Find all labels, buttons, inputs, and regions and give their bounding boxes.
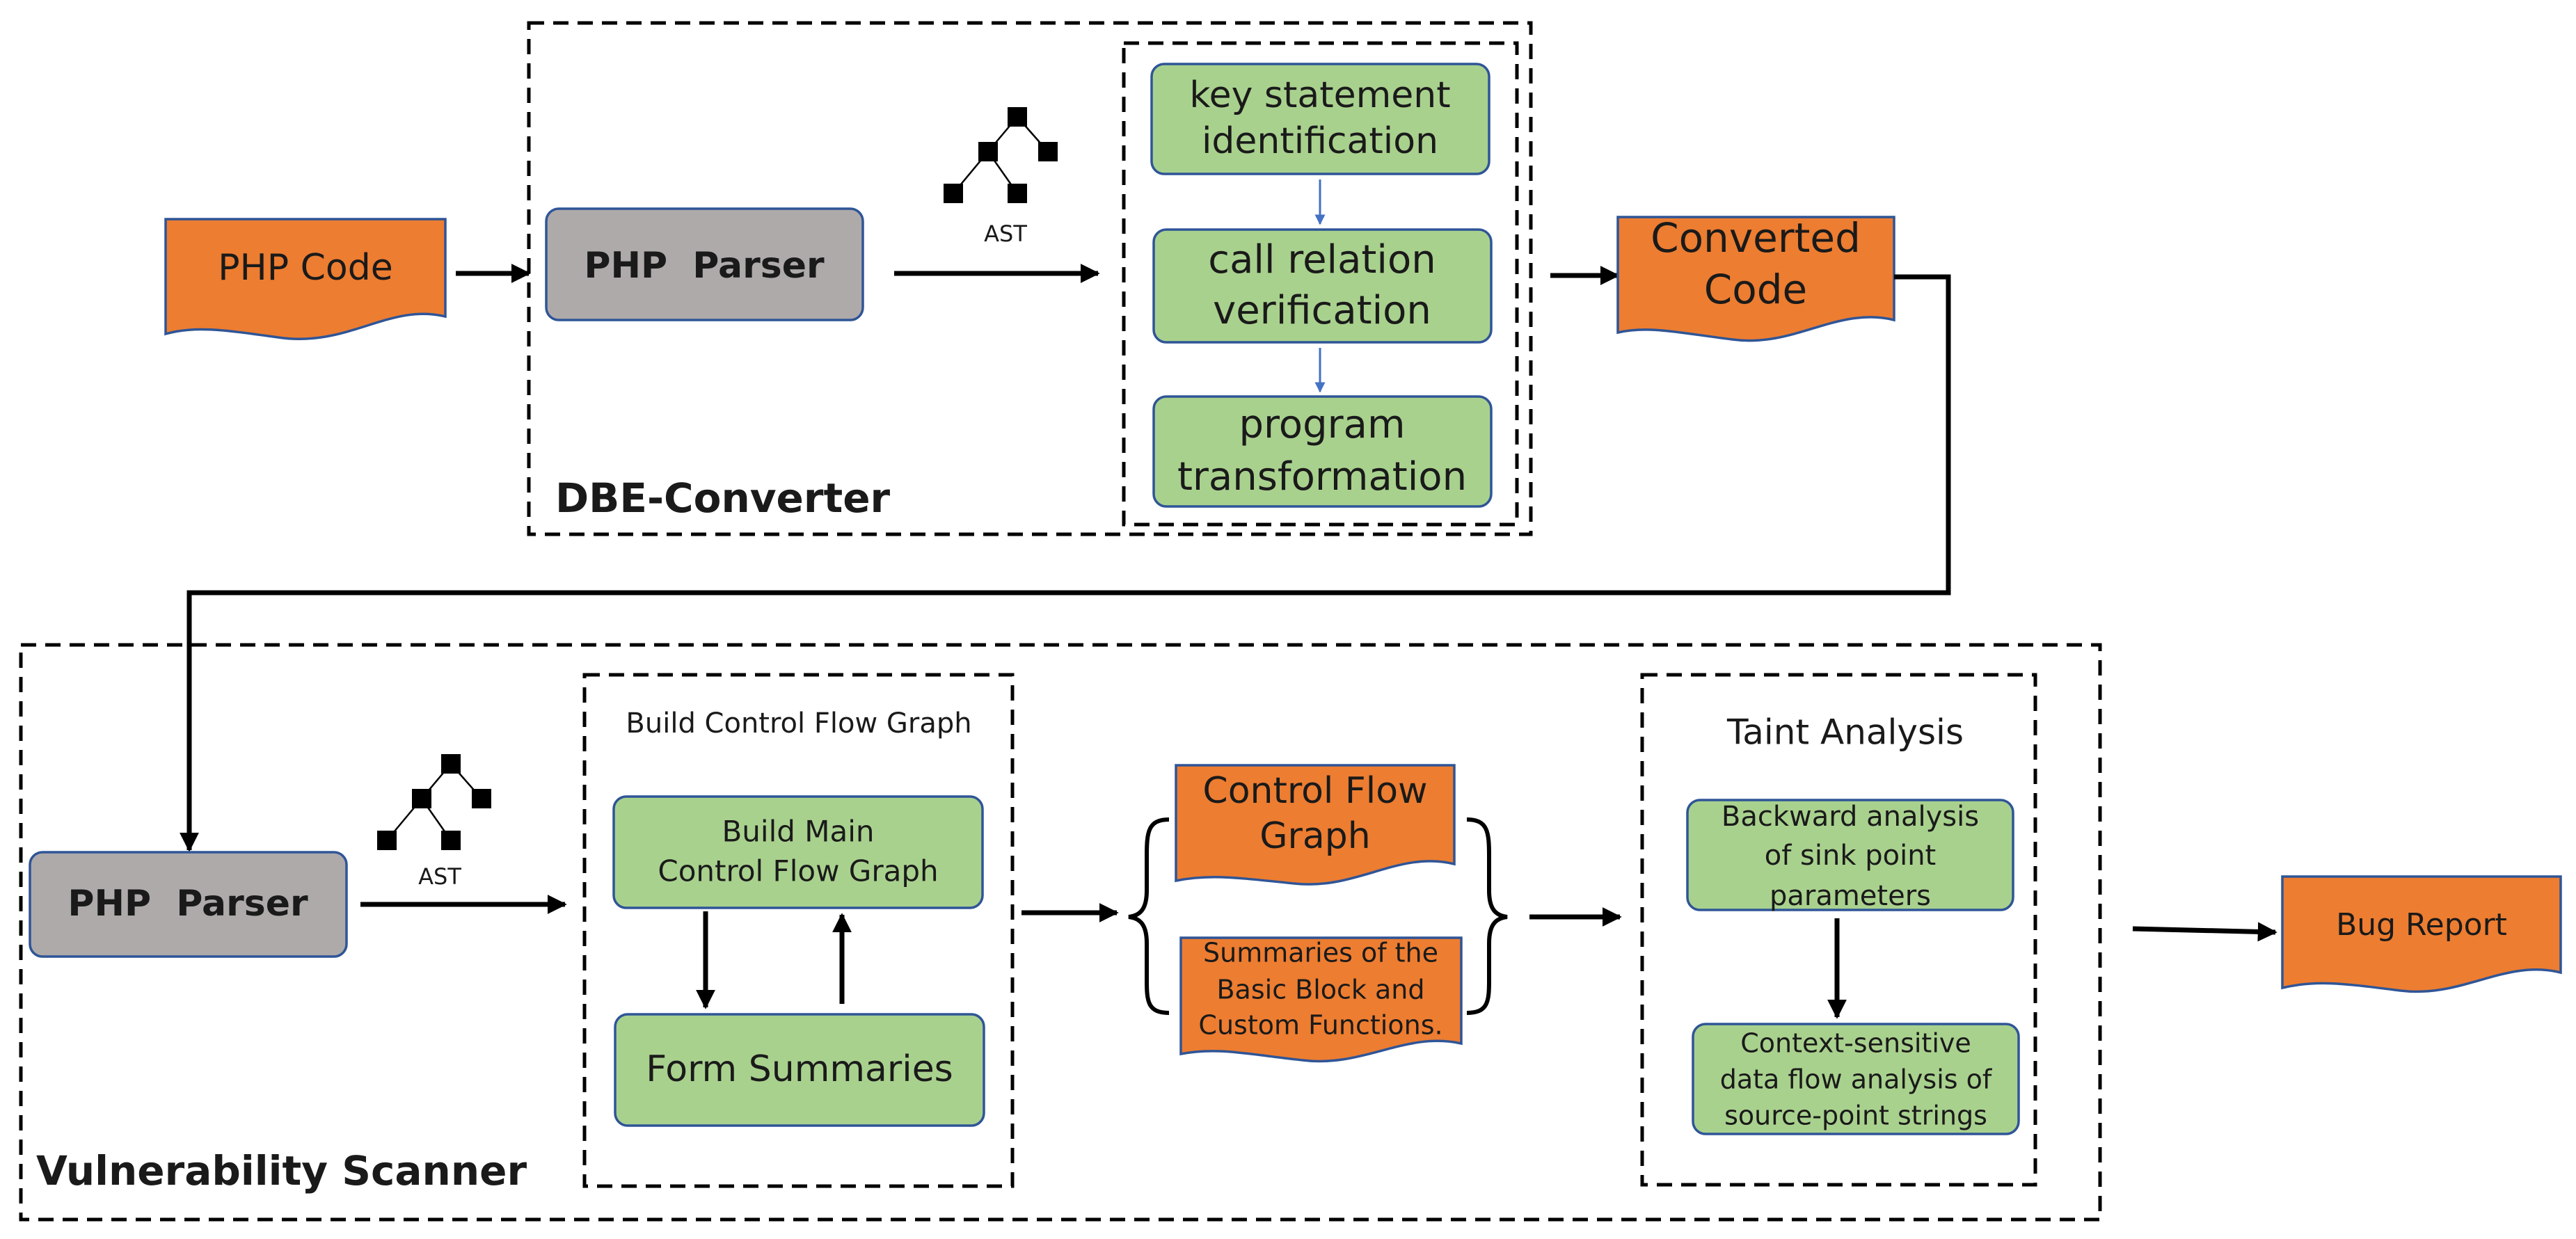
step3-line1: program bbox=[1239, 402, 1405, 447]
ast-label-top: AST bbox=[984, 221, 1027, 247]
backward-line2: of sink point bbox=[1765, 840, 1936, 872]
php-parser-top: PHP Parser bbox=[545, 207, 864, 321]
php-parser-bottom: PHP Parser bbox=[29, 851, 348, 958]
converted-code-line2: Code bbox=[1704, 266, 1807, 313]
context-line1: Context-sensitive bbox=[1740, 1028, 1971, 1059]
backward-line3: parameters bbox=[1770, 880, 1931, 912]
ast-label-bottom: AST bbox=[418, 863, 461, 890]
backward-line1: Backward analysis bbox=[1722, 801, 1979, 833]
step1-line2: identification bbox=[1202, 120, 1438, 162]
step3-line2: transformation bbox=[1177, 454, 1467, 499]
context-sensitive-box: Context-sensitive data flow analysis of … bbox=[1692, 1023, 2020, 1135]
connector-converted-to-scanner bbox=[180, 274, 1951, 852]
dbe-converter-title: DBE-Converter bbox=[555, 474, 891, 522]
arrow-taint-to-bug-report bbox=[2132, 922, 2277, 942]
php-parser-top-label: PHP Parser bbox=[584, 245, 825, 287]
summaries-line3: Custom Functions. bbox=[1198, 1010, 1442, 1041]
step1-line1: key statement bbox=[1189, 74, 1450, 116]
cfg-doc-line2: Graph bbox=[1259, 815, 1371, 857]
call-relation-verification-box: call relation verification bbox=[1152, 228, 1493, 344]
php-code-document: PHP Code bbox=[164, 218, 447, 340]
taint-analysis-group bbox=[1640, 673, 2037, 1187]
vulnerability-scanner-group bbox=[19, 643, 2102, 1222]
summaries-line1: Summaries of the bbox=[1203, 938, 1438, 968]
bug-report-label: Bug Report bbox=[2336, 907, 2507, 943]
right-brace bbox=[1466, 817, 1508, 1015]
vulnerability-scanner-title: Vulnerability Scanner bbox=[36, 1147, 527, 1194]
summaries-document: Summaries of the Basic Block and Custom … bbox=[1179, 936, 1463, 1063]
context-line3: source-point strings bbox=[1724, 1101, 1987, 1131]
form-summaries-label: Form Summaries bbox=[646, 1048, 953, 1090]
context-line2: data flow analysis of bbox=[1720, 1064, 1993, 1095]
build-main-line1: Build Main bbox=[722, 815, 874, 849]
build-cfg-group bbox=[582, 673, 1015, 1188]
cfg-doc-line1: Control Flow bbox=[1202, 770, 1427, 812]
left-brace bbox=[1128, 817, 1170, 1015]
form-summaries-box: Form Summaries bbox=[614, 1013, 985, 1127]
program-transformation-box: program transformation bbox=[1152, 395, 1493, 508]
backward-analysis-box: Backward analysis of sink point paramete… bbox=[1686, 799, 2014, 912]
step2-line1: call relation bbox=[1208, 237, 1436, 282]
conversion-steps-group bbox=[1122, 41, 1519, 527]
step2-line2: verification bbox=[1213, 288, 1431, 333]
bug-report-document: Bug Report bbox=[2281, 875, 2562, 993]
php-parser-bottom-label: PHP Parser bbox=[67, 883, 308, 925]
ast-tree-icon-bottom bbox=[377, 754, 491, 850]
build-main-line2: Control Flow Graph bbox=[658, 854, 938, 888]
converted-code-document: Converted Code bbox=[1616, 214, 1895, 342]
taint-analysis-title: Taint Analysis bbox=[1726, 712, 1964, 753]
php-code-label: PHP Code bbox=[218, 247, 392, 289]
build-main-cfg-box: Build Main Control Flow Graph bbox=[612, 795, 984, 909]
summaries-line2: Basic Block and bbox=[1216, 975, 1424, 1005]
dbe-converter-group bbox=[527, 21, 1533, 536]
build-cfg-title: Build Control Flow Graph bbox=[626, 708, 971, 740]
ast-tree-icon bbox=[944, 107, 1058, 203]
converted-code-line1: Converted bbox=[1651, 214, 1861, 262]
cfg-document: Control Flow Graph bbox=[1175, 764, 1456, 886]
key-statement-identification-box: key statement identification bbox=[1150, 63, 1490, 175]
